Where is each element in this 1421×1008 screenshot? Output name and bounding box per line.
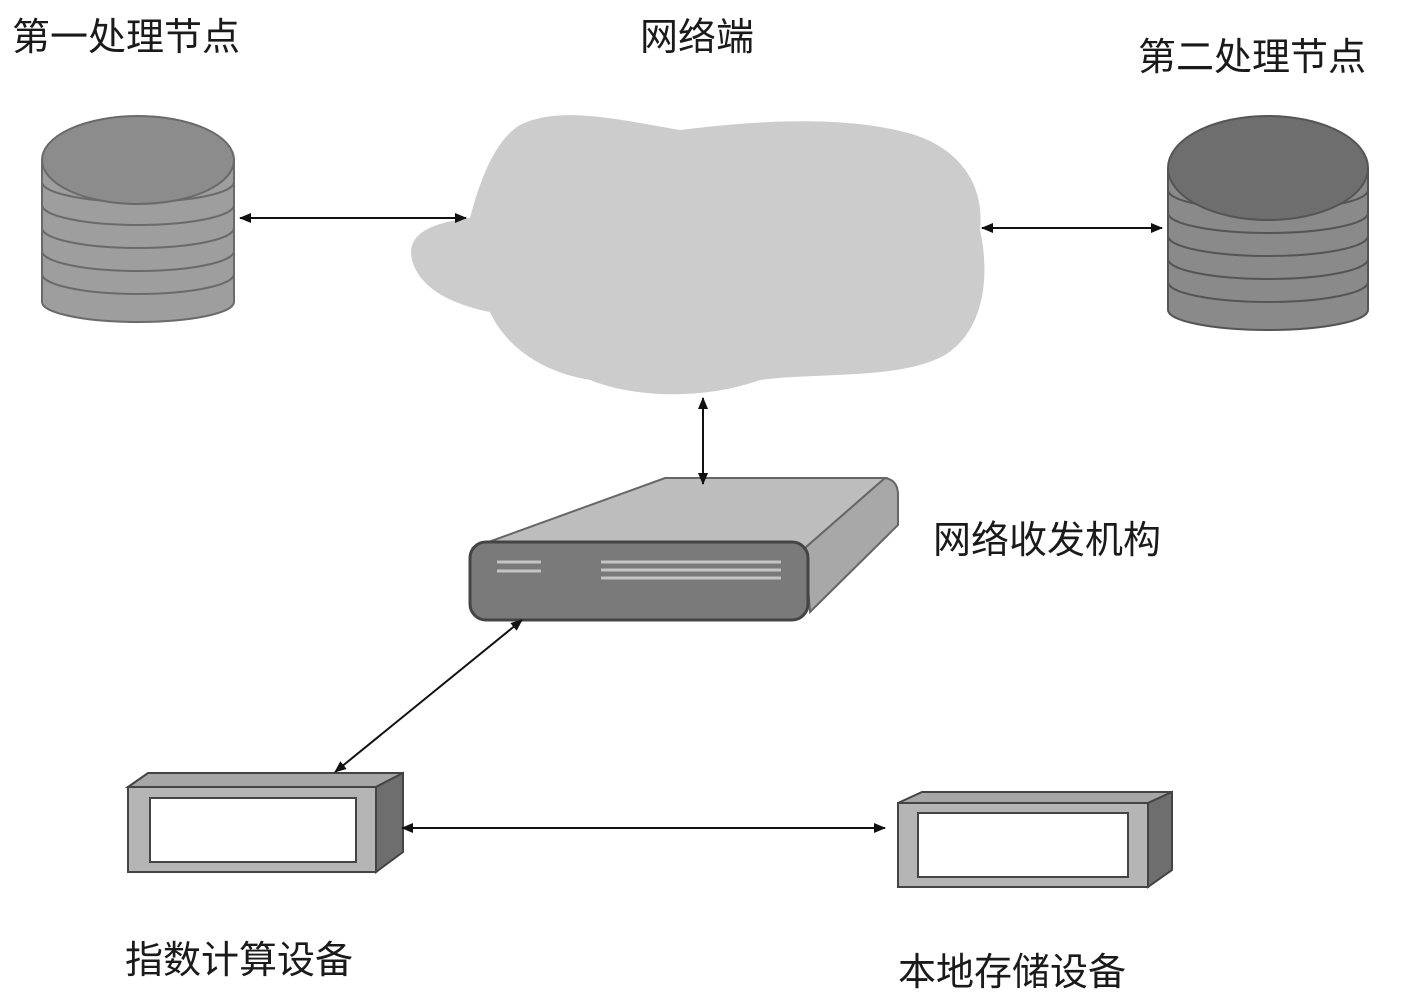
network-label: 网络端 [640,15,754,59]
cloud-icon [411,115,985,395]
index-device-label: 指数计算设备 [125,938,353,982]
database-icon [41,115,235,323]
database-icon [1167,115,1369,331]
arrow-transceiver-index-device [334,619,523,773]
storage-device-icon [897,790,1173,889]
local-storage-label: 本地存储设备 [898,950,1126,994]
first-node-label: 第一处理节点 [12,15,240,59]
database-stripes [41,181,235,295]
network-device-icon [468,476,899,622]
connectors [239,213,1163,833]
second-node-label: 第二处理节点 [1138,35,1366,79]
transceiver-label: 网络收发机构 [933,518,1161,562]
computing-device-icon [124,771,404,874]
device-slots [497,560,781,580]
